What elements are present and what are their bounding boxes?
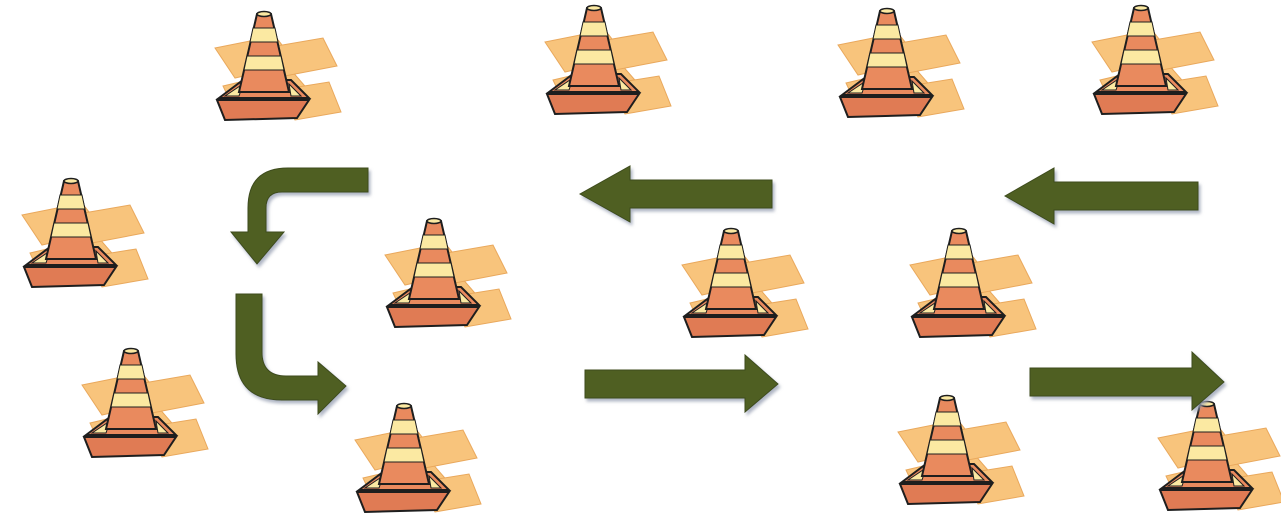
straight-arrow-top-middle-icon bbox=[578, 165, 773, 223]
turn-arrow-top-left-icon bbox=[229, 167, 369, 265]
traffic-cone-icon bbox=[909, 227, 1037, 338]
traffic-cone-icon bbox=[21, 177, 149, 288]
traffic-cone-icon bbox=[354, 402, 482, 513]
straight-arrow-bottom-middle-icon bbox=[584, 353, 779, 414]
straight-arrow-bottom-right-icon bbox=[1029, 350, 1225, 412]
traffic-cone-icon bbox=[214, 10, 342, 121]
traffic-cone-icon bbox=[1157, 400, 1281, 511]
turn-arrow-bottom-left-icon bbox=[235, 293, 347, 416]
cone-layer bbox=[21, 4, 1281, 513]
straight-arrow-top-right-icon bbox=[1003, 167, 1199, 225]
traffic-cone-icon bbox=[384, 217, 512, 328]
traffic-cone-icon bbox=[81, 347, 209, 458]
traffic-cone-icon bbox=[544, 4, 672, 115]
traffic-cone-icon bbox=[897, 394, 1025, 505]
traffic-cone-icon bbox=[1091, 4, 1219, 115]
arrow-layer bbox=[229, 165, 1225, 416]
traffic-cone-icon bbox=[837, 7, 965, 118]
traffic-cone-icon bbox=[681, 227, 809, 338]
